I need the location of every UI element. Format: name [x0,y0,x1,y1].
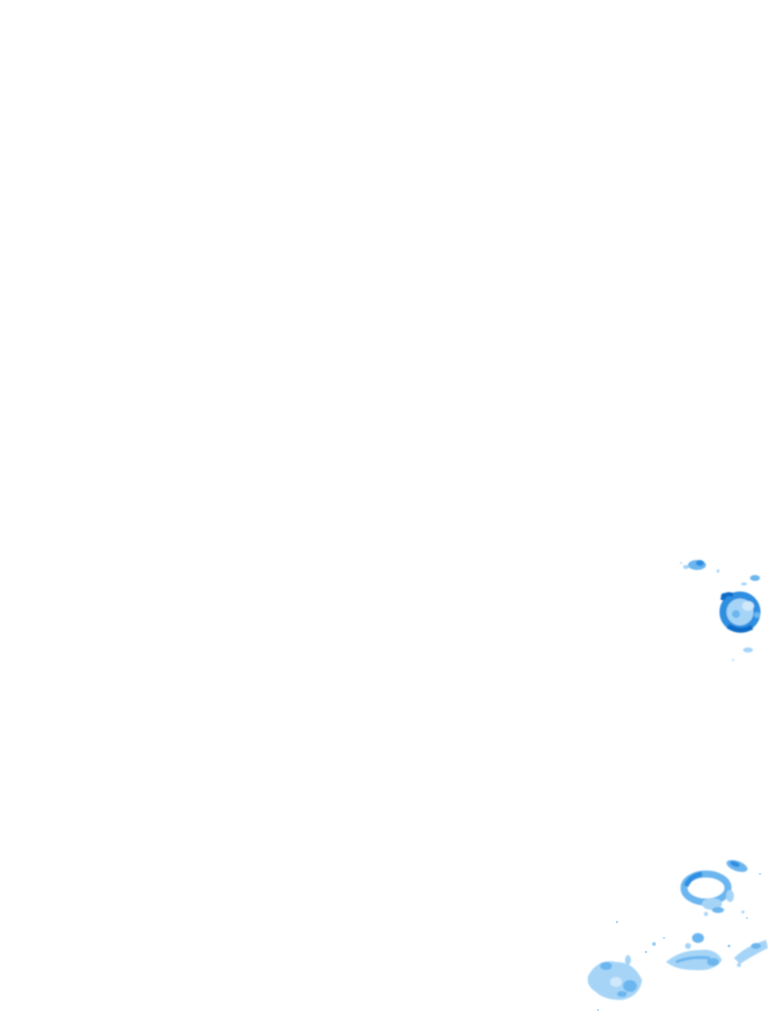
north-cell-small [680,560,720,573]
south-cell-southwest [587,955,642,1000]
north-cell-fragment [732,575,760,661]
south-band-center [666,933,722,971]
south-specks [597,873,761,1011]
south-cell-cap [726,859,748,873]
north-cell-ring [719,591,761,633]
south-band-east [734,940,768,967]
south-cell-ring [680,870,745,916]
